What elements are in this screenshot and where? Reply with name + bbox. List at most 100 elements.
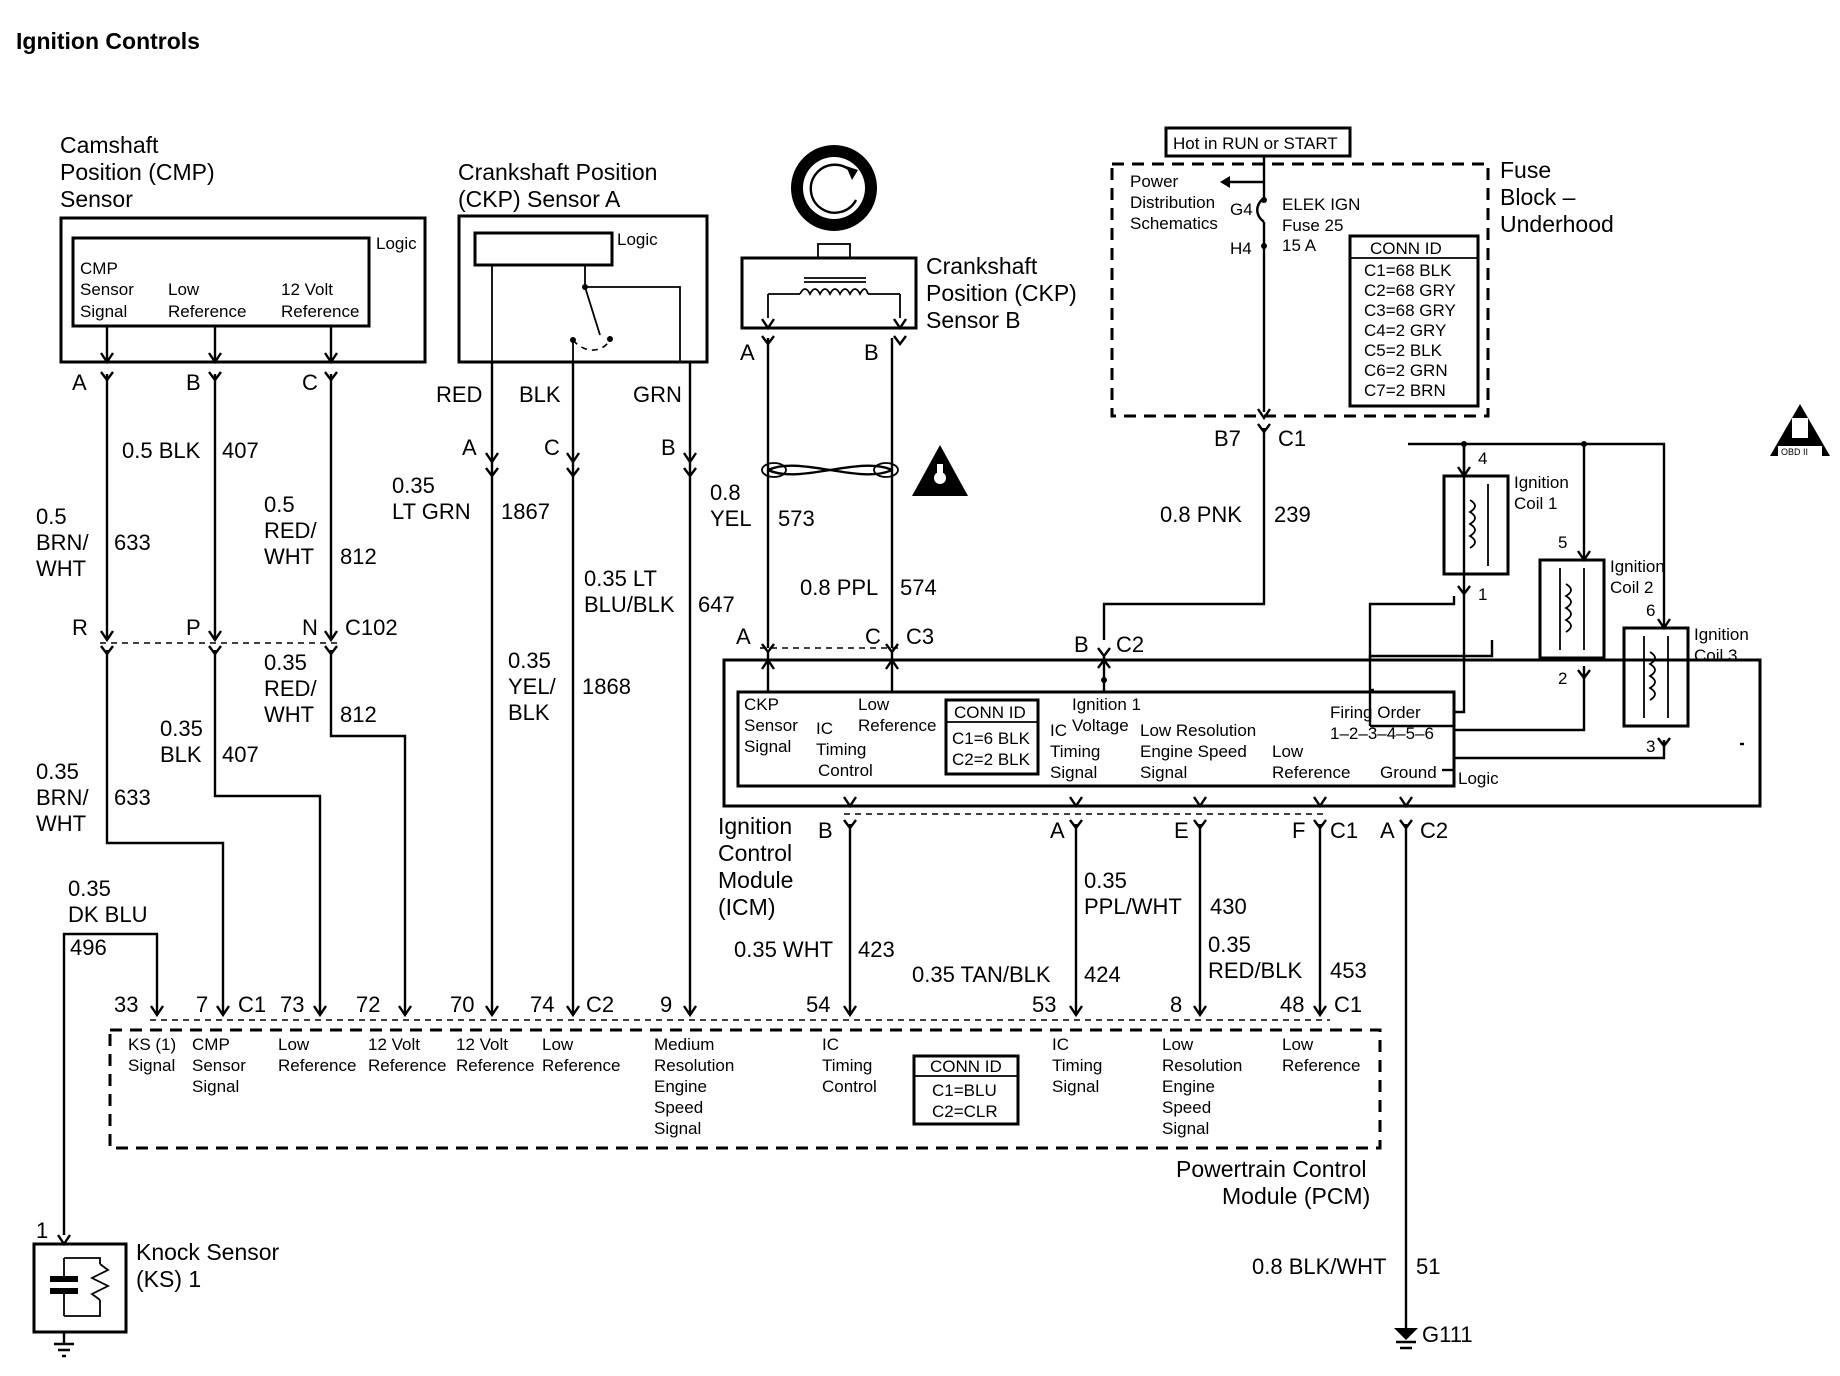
svg-text:Position (CMP): Position (CMP) — [60, 159, 215, 185]
svg-text:BRN/: BRN/ — [36, 530, 89, 555]
svg-text:N: N — [302, 615, 318, 640]
ckp-b-wires: 0.8 YEL 573 0.8 PPL 574 — [710, 338, 937, 648]
svg-text:Signal: Signal — [1052, 1077, 1099, 1096]
svg-text:PPL/WHT: PPL/WHT — [1084, 894, 1182, 919]
svg-text:A: A — [72, 370, 87, 395]
svg-text:C1=6 BLK: C1=6 BLK — [952, 729, 1031, 748]
svg-text:1: 1 — [1478, 585, 1487, 604]
svg-text:Reference: Reference — [368, 1056, 446, 1075]
svg-text:IC: IC — [822, 1035, 839, 1054]
svg-text:0.5: 0.5 — [36, 504, 67, 529]
svg-text:2: 2 — [1558, 669, 1567, 688]
c102-lower-wires: 0.35 BRN/ WHT 633 0.35 BLK 407 0.35 RED/… — [36, 650, 407, 1015]
svg-text:Coil 3: Coil 3 — [1694, 646, 1737, 665]
svg-text:4: 4 — [1478, 449, 1487, 468]
svg-text:BLU/BLK: BLU/BLK — [584, 592, 675, 617]
svg-text:70: 70 — [450, 992, 474, 1017]
svg-text:BLK: BLK — [508, 700, 550, 725]
svg-text:C2=CLR: C2=CLR — [932, 1102, 998, 1121]
svg-text:A: A — [462, 435, 477, 460]
svg-text:Low: Low — [1162, 1035, 1194, 1054]
svg-text:453: 453 — [1330, 958, 1367, 983]
svg-text:1867: 1867 — [501, 499, 550, 524]
svg-text:0.35: 0.35 — [36, 759, 79, 784]
svg-text:C1: C1 — [1278, 426, 1306, 451]
svg-text:B7: B7 — [1214, 426, 1241, 451]
svg-text:C2=68 GRY: C2=68 GRY — [1364, 281, 1456, 300]
svg-text:Coil 2: Coil 2 — [1610, 578, 1653, 597]
svg-text:0.35 TAN/BLK: 0.35 TAN/BLK — [912, 962, 1051, 987]
svg-text:647: 647 — [698, 592, 735, 617]
svg-text:0.35: 0.35 — [160, 716, 203, 741]
svg-text:0.35 LT: 0.35 LT — [584, 566, 657, 591]
svg-text:C7=2 BRN: C7=2 BRN — [1364, 381, 1446, 400]
svg-text:Signal: Signal — [654, 1119, 701, 1138]
svg-text:C3=68 GRY: C3=68 GRY — [1364, 301, 1456, 320]
svg-text:Camshaft: Camshaft — [60, 132, 159, 158]
svg-text:Control: Control — [818, 761, 873, 780]
svg-text:A: A — [1380, 818, 1395, 843]
svg-text:GRN: GRN — [633, 382, 682, 407]
svg-text:633: 633 — [114, 530, 151, 555]
svg-text:Hot in RUN or START: Hot in RUN or START — [1173, 134, 1338, 153]
svg-text:(KS) 1: (KS) 1 — [136, 1266, 201, 1292]
svg-text:0.5: 0.5 — [264, 492, 295, 517]
svg-text:0.8 BLK/WHT: 0.8 BLK/WHT — [1252, 1254, 1386, 1279]
svg-text:B: B — [864, 340, 879, 365]
svg-text:51: 51 — [1416, 1254, 1440, 1279]
svg-text:12 Volt: 12 Volt — [456, 1035, 508, 1054]
ignition-coil-1: 4 1 Ignition Coil 1 — [1442, 449, 1569, 604]
svg-text:YEL: YEL — [710, 506, 752, 531]
svg-text:C: C — [865, 624, 881, 649]
svg-text:Low: Low — [278, 1035, 310, 1054]
svg-text:3: 3 — [1646, 737, 1655, 756]
svg-text:A: A — [1050, 818, 1065, 843]
svg-text:Reference: Reference — [1282, 1056, 1360, 1075]
svg-text:C1=BLU: C1=BLU — [932, 1081, 997, 1100]
svg-text:633: 633 — [114, 785, 151, 810]
svg-text:WHT: WHT — [36, 556, 86, 581]
svg-text:Signal: Signal — [1162, 1119, 1209, 1138]
svg-text:Engine: Engine — [1162, 1077, 1215, 1096]
svg-text:Reference: Reference — [281, 302, 359, 321]
svg-text:CMP: CMP — [80, 259, 118, 278]
svg-text:H4: H4 — [1230, 239, 1252, 258]
svg-text:C: C — [544, 435, 560, 460]
svg-text:Reference: Reference — [168, 302, 246, 321]
icm-module: CKP Sensor Signal IC Timing Control Low … — [718, 652, 1762, 920]
svg-text:496: 496 — [70, 935, 107, 960]
svg-text:C3: C3 — [906, 624, 934, 649]
ignition-coil-2: 5 2 Ignition Coil 2 — [1538, 533, 1665, 688]
svg-text:0.35: 0.35 — [392, 473, 435, 498]
svg-text:72: 72 — [356, 992, 380, 1017]
svg-text:1–2–3–4–5–6: 1–2–3–4–5–6 — [1330, 724, 1434, 743]
svg-text:C1: C1 — [238, 992, 266, 1017]
svg-text:BLK: BLK — [519, 382, 561, 407]
svg-text:Signal: Signal — [744, 737, 791, 756]
svg-text:Engine Speed: Engine Speed — [1140, 742, 1247, 761]
svg-text:0.35 WHT: 0.35 WHT — [734, 937, 833, 962]
svg-text:5: 5 — [1558, 533, 1567, 552]
svg-text:WHT: WHT — [36, 811, 86, 836]
svg-text:RED/: RED/ — [264, 518, 317, 543]
svg-text:IC: IC — [1052, 1035, 1069, 1054]
svg-text:C: C — [302, 370, 318, 395]
svg-text:0.35: 0.35 — [1084, 868, 1127, 893]
svg-text:0.8: 0.8 — [710, 480, 741, 505]
svg-text:74: 74 — [530, 992, 554, 1017]
svg-text:Low: Low — [1272, 742, 1304, 761]
svg-text:Signal: Signal — [128, 1056, 175, 1075]
svg-text:Fuse 25: Fuse 25 — [1282, 216, 1343, 235]
svg-text:C1=68 BLK: C1=68 BLK — [1364, 261, 1452, 280]
svg-text:Control: Control — [822, 1077, 877, 1096]
svg-text:Module: Module — [718, 867, 793, 893]
svg-text:0.5 BLK: 0.5 BLK — [122, 438, 201, 463]
svg-text:C1: C1 — [1334, 992, 1362, 1017]
svg-text:CMP: CMP — [192, 1035, 230, 1054]
svg-text:CKP: CKP — [744, 695, 779, 714]
svg-text:424: 424 — [1084, 962, 1121, 987]
svg-text:15 A: 15 A — [1282, 236, 1317, 255]
ground-g111: G111 — [1394, 1322, 1473, 1350]
svg-text:Ignition: Ignition — [1694, 625, 1749, 644]
